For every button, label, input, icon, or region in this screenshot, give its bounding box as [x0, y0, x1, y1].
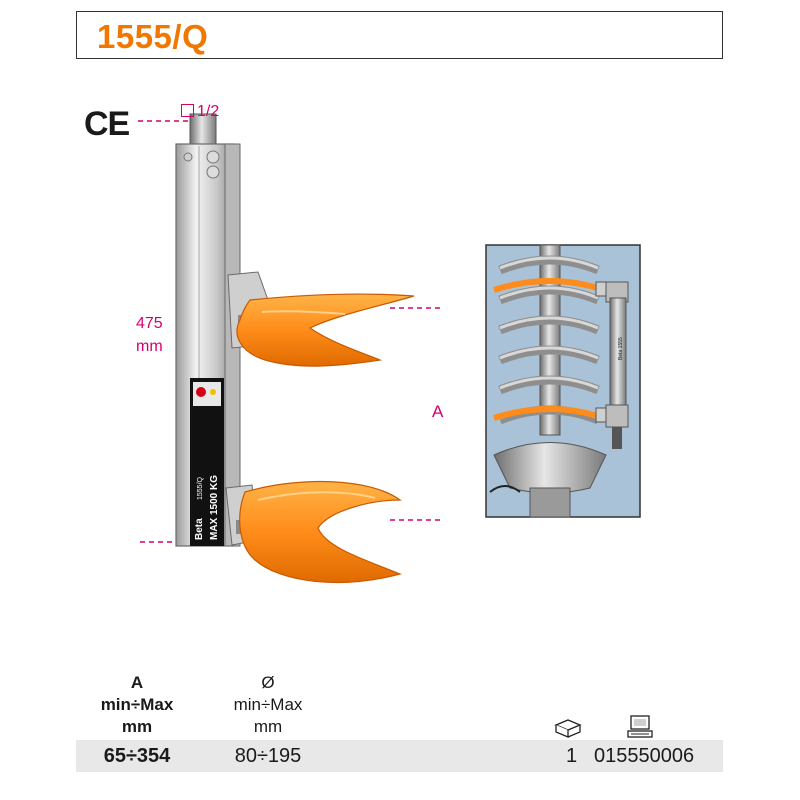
- length-unit: mm: [136, 338, 163, 355]
- ce-mark: CE: [84, 105, 130, 143]
- length-dimension: 475 mm: [136, 312, 163, 358]
- dimension-a-label: A: [432, 402, 444, 421]
- upper-claw: [227, 271, 415, 367]
- lower-claw: [225, 480, 402, 583]
- spec-a-line3: mm: [121, 717, 153, 736]
- drive-size-label: 1/2: [181, 103, 219, 121]
- length-value: 475: [136, 315, 163, 332]
- spec-a-line1: A: [130, 673, 144, 692]
- label-brand: Beta: [194, 518, 205, 540]
- spec-values-row: [76, 740, 723, 772]
- square-drive-icon: [181, 104, 194, 117]
- spec-product-code: 015550006: [594, 745, 695, 767]
- application-diagram: Beta 1555: [485, 244, 641, 518]
- spec-quantity: 1: [566, 745, 578, 767]
- page-title: 1555/Q: [97, 18, 209, 55]
- label-capacity: MAX 1500 KG: [209, 475, 220, 540]
- drive-square: [189, 113, 217, 145]
- title-box: 1555/Q: [76, 11, 723, 59]
- spec-d-line2: min÷Max: [233, 695, 303, 714]
- spec-d-line1: Ø: [261, 673, 275, 692]
- drive-size-value: 1/2: [197, 103, 220, 120]
- computer-icon: [627, 715, 653, 738]
- spec-a-line2: min÷Max: [100, 695, 174, 714]
- tool-label: Beta 1555/Q MAX 1500 KG: [190, 378, 224, 546]
- spec-d-line3: mm: [253, 717, 283, 736]
- spec-a-header: A min÷Max mm: [82, 672, 192, 738]
- spec-a-value: 65÷354: [103, 745, 171, 767]
- spec-diameter-value: 80÷195: [234, 745, 302, 767]
- diagram-tool-label: Beta 1555: [618, 337, 624, 360]
- package-icon: [554, 719, 582, 738]
- label-model: 1555/Q: [197, 476, 204, 500]
- spec-diameter-header: Ø min÷Max mm: [208, 672, 328, 738]
